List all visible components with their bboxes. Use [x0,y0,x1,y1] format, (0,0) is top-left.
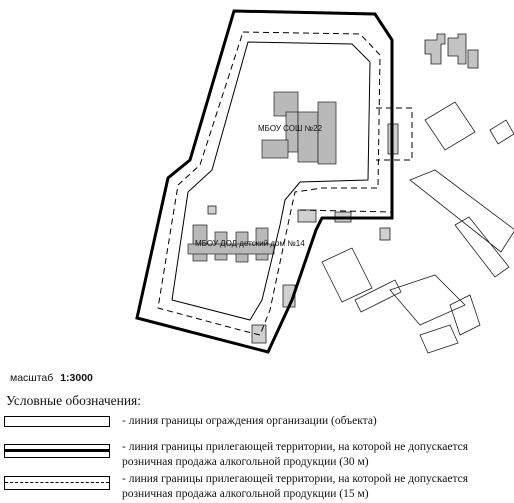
legend-text-15m: - линия границы прилегающей территории, … [122,473,469,500]
scale-label: масштаб [10,372,54,384]
legend-text-30m: - линия границы прилегающей территории, … [122,441,469,468]
legend-text-fence: - линия границы ограждения организации (… [122,415,377,427]
boundary-30m-thick-line [135,9,394,354]
boundary-15m-dashed-line [157,31,381,336]
children-house-label: МБОУ ДОД детский дом №14 [195,239,305,248]
background-buildings [207,33,514,354]
site-plan-map: МБОУ СОШ №22 МБОУ ДОД детский дом №14 [135,9,514,354]
fence-boundary-line [171,41,371,321]
legend-swatch-dashed-line [4,476,110,490]
boundary-15m-dashed-bottom [299,209,393,213]
legend-swatch-thick-line [4,444,110,458]
scale-value: 1:3000 [60,372,93,384]
school-label: МБОУ СОШ №22 [258,124,323,133]
scale-readout: масштаб 1:3000 [10,372,93,384]
boundary-15m-dashed-right [376,107,413,161]
children-house-building [187,224,275,263]
legend-title: Условные обозначения: [6,393,142,408]
school-building [261,91,337,165]
legend-swatch-thin-box [4,416,110,427]
